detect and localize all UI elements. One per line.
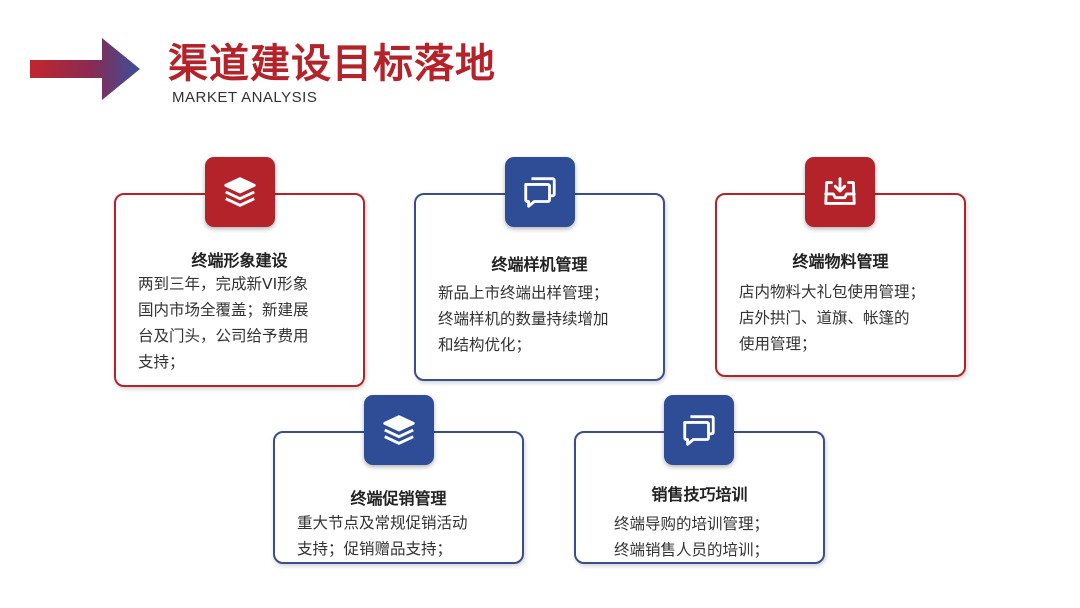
card-title: 销售技巧培训 — [651, 485, 748, 504]
card-line: 支持；促销赠品支持； — [297, 540, 453, 558]
card-badge — [505, 157, 575, 227]
card-description: 店内物料大礼包使用管理； 店外拱门、道旗、帐篷的 使用管理； — [739, 279, 925, 357]
card-badge — [805, 157, 875, 227]
layers-icon — [383, 415, 415, 445]
card-line: 支持； — [138, 353, 185, 371]
card-title: 终端形象建设 — [191, 251, 288, 270]
card-line: 国内市场全覆盖；新建展 — [138, 301, 309, 319]
card-description: 两到三年，完成新VI形象 国内市场全覆盖；新建展 台及门头，公司给予费用 支持； — [138, 271, 309, 375]
card-title: 终端物料管理 — [792, 252, 889, 271]
card-line: 两到三年，完成新VI形象 — [138, 275, 309, 293]
card-line: 终端销售人员的培训； — [614, 541, 770, 559]
chat-bubble-icon — [683, 415, 715, 446]
card-description: 新品上市终端出样管理； 终端样机的数量持续增加 和结构优化； — [438, 280, 609, 358]
card-badge — [364, 395, 434, 465]
card-badge — [664, 395, 734, 465]
layers-icon — [224, 177, 256, 207]
inbox-download-icon — [824, 177, 856, 205]
card-line: 终端导购的培训管理； — [614, 515, 770, 533]
card-title: 终端样机管理 — [491, 255, 588, 274]
chat-bubble-icon — [524, 177, 556, 208]
card-line: 新品上市终端出样管理； — [438, 284, 609, 302]
card-line: 使用管理； — [739, 335, 817, 353]
card-line: 店内物料大礼包使用管理； — [739, 283, 926, 301]
card-line: 和结构优化； — [438, 336, 532, 354]
card-line: 重大节点及常规促销活动 — [297, 514, 468, 532]
page-subtitle: MARKET ANALYSIS — [172, 89, 318, 106]
card-line: 台及门头，公司给予费用 — [138, 327, 309, 345]
card-title: 终端促销管理 — [350, 489, 447, 508]
card-description: 重大节点及常规促销活动 支持；促销赠品支持； — [297, 510, 468, 562]
card-line: 店外拱门、道旗、帐篷的 — [739, 309, 910, 327]
page-title: 渠道建设目标落地 — [168, 41, 496, 87]
card-badge — [205, 157, 275, 227]
header-arrow-icon — [30, 38, 140, 100]
card-line: 终端样机的数量持续增加 — [438, 310, 609, 328]
card-description: 终端导购的培训管理； 终端销售人员的培训； — [614, 511, 769, 563]
